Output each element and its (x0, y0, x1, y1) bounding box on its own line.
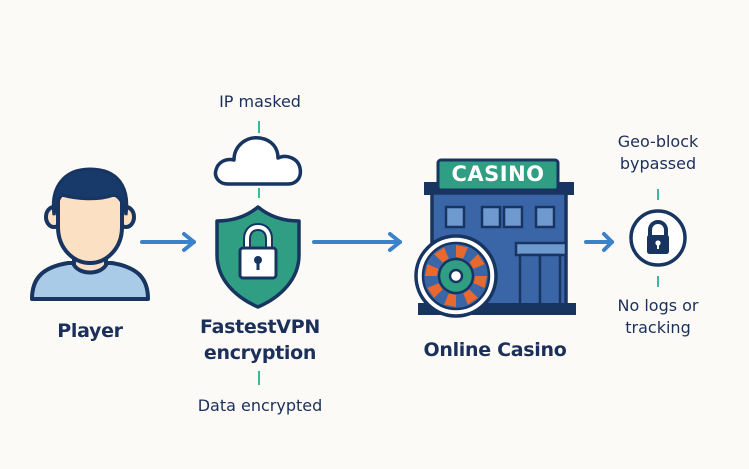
no-logs-note-line2: tracking (625, 318, 691, 337)
connector-line (657, 189, 659, 200)
wheel-segment (473, 276, 487, 288)
connector-line (258, 371, 260, 385)
shield-lock-icon (215, 205, 301, 309)
connector-line (258, 188, 260, 198)
vpn-label-line2: encryption (203, 342, 317, 364)
arrow-right-icon (584, 232, 614, 252)
wheel-segment (469, 254, 485, 269)
no-logs-note-line1: No logs or (617, 296, 699, 315)
wheel-segment (427, 283, 443, 298)
ip-masked-note: IP masked (219, 92, 301, 111)
wheel-segment (434, 247, 449, 263)
cloud-icon (213, 136, 303, 186)
arrow-right-icon (312, 232, 402, 252)
connector-line (258, 121, 260, 133)
roulette-wheel-icon (414, 234, 498, 318)
wheel-segment (425, 264, 439, 276)
wheel-segment (463, 289, 478, 305)
casino-sign-text: CASINO (451, 162, 545, 186)
geo-block-note-line1: Geo-block (617, 132, 699, 151)
casino-label: Online Casino (423, 339, 567, 361)
data-encrypted-note: Data encrypted (197, 396, 323, 415)
casino-building-icon (418, 158, 576, 315)
player-label: Player (57, 320, 123, 342)
person-icon (30, 167, 150, 301)
connector-line (657, 276, 659, 287)
arrow-right-icon (140, 232, 196, 252)
lock-circle-icon (629, 209, 687, 267)
vpn-label-line1: FastestVPN (200, 316, 320, 338)
wheel-segment (456, 245, 468, 259)
geo-block-note-line2: bypassed (619, 154, 697, 173)
wheel-segment (444, 293, 456, 307)
